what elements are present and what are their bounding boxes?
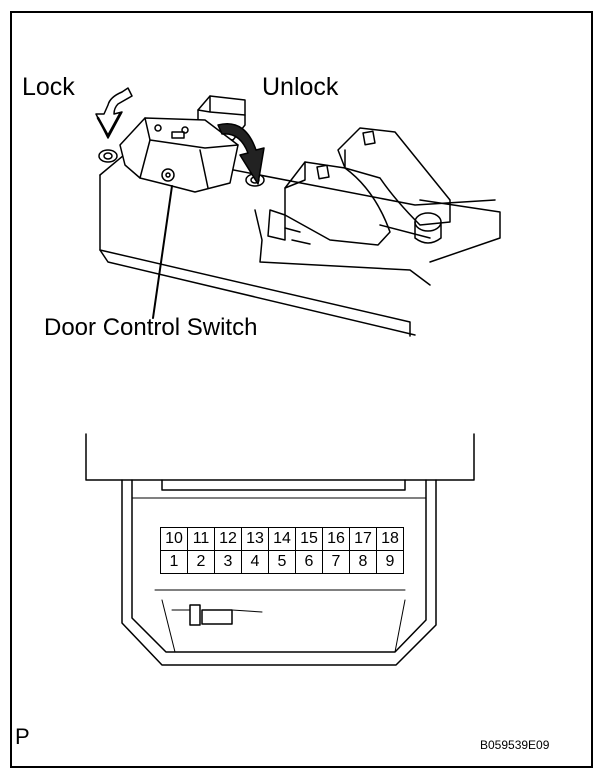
pin-4: 4 [241,550,269,574]
console-panel [99,149,501,337]
pin-1: 1 [160,550,188,574]
door-control-switch [119,117,239,193]
pin-2: 2 [187,550,215,574]
window-switches [267,127,451,246]
pin-14: 14 [268,527,296,551]
figure-id-label: B059539E09 [480,738,550,752]
lock-arrow [95,87,133,139]
pin-7: 7 [322,550,350,574]
door-control-switch-label: Door Control Switch [44,314,258,341]
pin-row-top: 10 11 12 13 14 15 16 17 18 [160,527,404,551]
view-code-label: P [15,724,30,749]
lock-label: Lock [22,73,75,101]
pin-17: 17 [349,527,377,551]
pin-11: 11 [187,527,215,551]
connector-body [85,433,475,666]
unlock-arrow [217,123,265,185]
screw-holes [98,149,442,244]
pin-12: 12 [214,527,242,551]
pin-row-bottom: 1 2 3 4 5 6 7 8 9 [160,550,404,574]
pin-18: 18 [376,527,404,551]
connector-pin-grid: 10 11 12 13 14 15 16 17 18 1 2 3 4 5 6 7… [160,527,404,574]
pin-10: 10 [160,527,188,551]
pin-3: 3 [214,550,242,574]
pin-16: 16 [322,527,350,551]
unlock-label: Unlock [262,73,339,101]
pin-5: 5 [268,550,296,574]
pin-9: 9 [376,550,404,574]
leader-line [152,185,173,319]
figure-frame [10,11,593,768]
pin-6: 6 [295,550,323,574]
pin-13: 13 [241,527,269,551]
pin-15: 15 [295,527,323,551]
pin-8: 8 [349,550,377,574]
